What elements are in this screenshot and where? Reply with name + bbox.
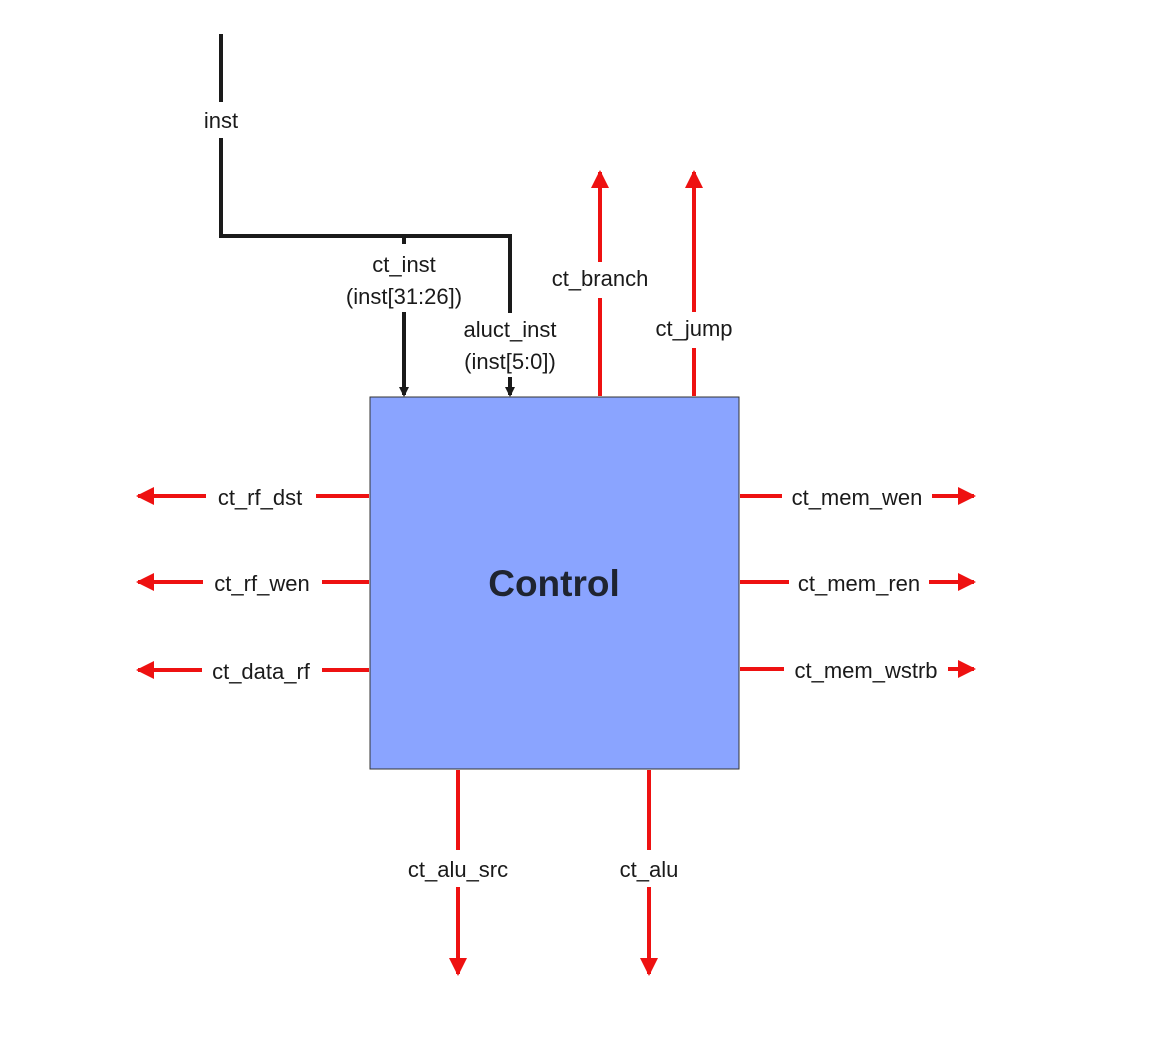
ct-mem-wstrb-label: ct_mem_wstrb xyxy=(794,658,937,683)
ct-inst-label: ct_inst xyxy=(372,252,436,277)
ct-alu-label: ct_alu xyxy=(620,857,679,882)
ct-rf-wen-label: ct_rf_wen xyxy=(214,571,309,596)
aluct-inst-label: aluct_inst xyxy=(464,317,557,342)
ct-data-rf-label: ct_data_rf xyxy=(212,659,311,684)
control-block xyxy=(369,396,740,770)
ct-mem-wen-label: ct_mem_wen xyxy=(792,485,923,510)
aluct-inst-bits-label: (inst[5:0]) xyxy=(464,349,556,374)
ct-rf-dst-label: ct_rf_dst xyxy=(218,485,302,510)
ct-inst-bits-label: (inst[31:26]) xyxy=(346,284,462,309)
ct-jump-label: ct_jump xyxy=(655,316,732,341)
ct-alu-src-label: ct_alu_src xyxy=(408,857,508,882)
ct-branch-label: ct_branch xyxy=(552,266,649,291)
ct-mem-ren-label: ct_mem_ren xyxy=(798,571,920,596)
control-block-label: Control xyxy=(488,563,620,604)
inst-label: inst xyxy=(204,108,238,133)
